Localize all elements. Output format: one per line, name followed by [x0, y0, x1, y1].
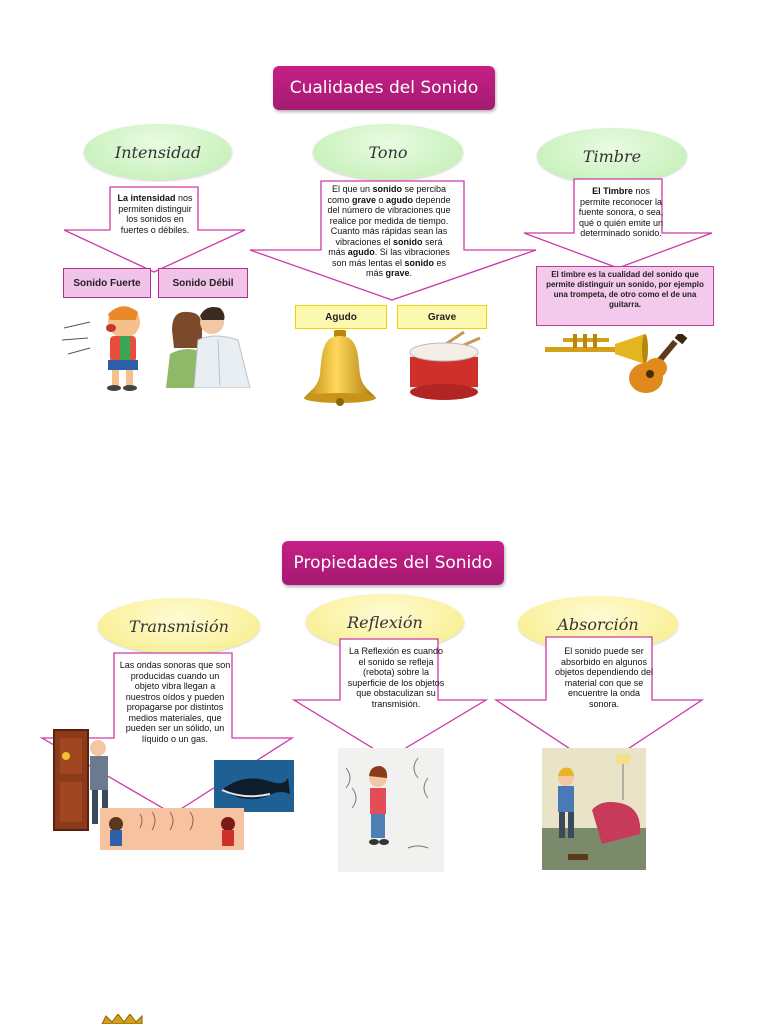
intensidad-oval: Intensidad — [84, 124, 232, 180]
tono-label: Tono — [368, 142, 408, 162]
sonido-debil-box: Sonido Débil — [158, 268, 248, 298]
intensidad-label: Intensidad — [114, 142, 202, 162]
tono-text: El que un sonido se perciba como grave o… — [327, 184, 451, 278]
agudo-box: Agudo — [295, 305, 387, 329]
section1-title: Cualidades del Sonido — [273, 66, 495, 110]
sound-waves-kids-illustration — [100, 808, 244, 850]
timbre-definition-box: El timbre es la cualidad del sonido que … — [536, 266, 714, 326]
tono-oval: Tono — [313, 124, 463, 180]
reflexion-girl-illustration — [338, 748, 444, 872]
whispering-couple-illustration — [166, 307, 251, 388]
door-knock-illustration — [53, 729, 108, 831]
drum-illustration — [409, 330, 481, 400]
tono-arrow — [249, 180, 537, 301]
intensidad-text: La intensidad nos permiten distinguir lo… — [117, 193, 193, 235]
reflexion-label: Reflexión — [347, 612, 423, 632]
absorcion-boy-illustration — [542, 748, 646, 870]
transmision-oval: Transmisión — [98, 598, 260, 654]
timbre-arrow — [523, 178, 713, 269]
whale-illustration — [214, 760, 294, 812]
timbre-label: Timbre — [582, 146, 642, 166]
absorcion-arrow — [493, 636, 705, 769]
timbre-oval: Timbre — [537, 128, 687, 184]
reflexion-text: La Reflexión es cuando el sonido se refl… — [347, 646, 445, 709]
crest-icon — [101, 1014, 143, 1024]
grave-box: Grave — [397, 305, 487, 329]
reflexion-arrow — [291, 638, 489, 759]
trumpet-illustration — [545, 334, 648, 364]
section2-title: Propiedades del Sonido — [282, 541, 504, 585]
transmision-label: Transmisión — [129, 616, 229, 636]
guitar-illustration — [629, 334, 688, 393]
bell-illustration — [304, 330, 376, 406]
timbre-text: El Timbre nos permite reconocer la fuent… — [578, 186, 664, 238]
sonido-fuerte-box: Sonido Fuerte — [63, 268, 151, 298]
transmision-text: Las ondas sonoras que son producidas cua… — [119, 660, 231, 744]
intensidad-arrow — [63, 186, 246, 273]
shouting-boy-illustration — [62, 306, 140, 391]
absorcion-text: El sonido puede ser absorbido en algunos… — [554, 646, 654, 709]
absorcion-label: Absorción — [557, 614, 639, 634]
